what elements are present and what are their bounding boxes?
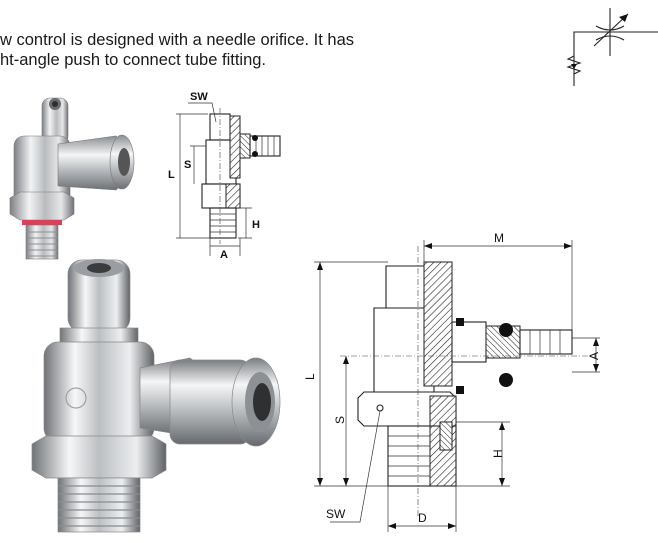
intro-line-2: ht-angle push to connect tube fitting.	[0, 51, 267, 69]
large-s-label: S	[333, 416, 347, 424]
large-sw-label: SW	[326, 507, 346, 521]
red-seal-ring	[22, 220, 62, 225]
large-technical-drawing: M A L S H SW D	[303, 231, 601, 532]
product-photo-small	[9, 97, 135, 260]
intro-text: w control is designed with a needle orif…	[0, 30, 354, 70]
large-h-label: H	[491, 449, 505, 458]
small-a-label: A	[220, 249, 228, 261]
product-photo-large	[31, 259, 281, 533]
small-h-label: H	[252, 219, 260, 231]
small-technical-drawing: SW L S H A	[168, 91, 281, 261]
large-l-label: L	[303, 373, 317, 380]
intro-line-1: w control is designed with a needle orif…	[0, 31, 355, 49]
small-sw-label: SW	[190, 91, 208, 103]
large-m-label: M	[494, 231, 504, 245]
large-d-label: D	[418, 511, 427, 525]
small-s-label: S	[184, 159, 191, 171]
flow-control-symbol	[566, 8, 658, 86]
large-a-label: A	[587, 352, 601, 360]
small-l-label: L	[168, 169, 175, 181]
